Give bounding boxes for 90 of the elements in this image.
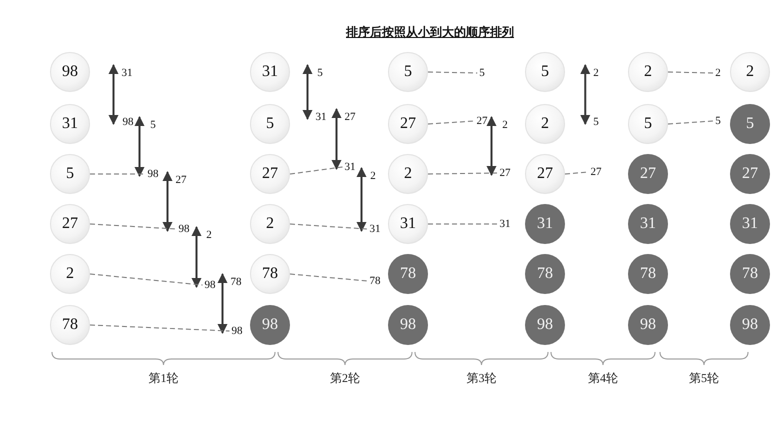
sorted-value-circle: 27 xyxy=(628,154,668,194)
value-circle: 5 xyxy=(628,104,668,144)
value-label: 31 xyxy=(370,223,380,235)
value-label: 78 xyxy=(230,276,242,288)
value-label: 27 xyxy=(500,167,510,179)
dashed-line xyxy=(564,172,589,174)
value-label: 2 xyxy=(370,170,376,182)
value-label: 2 xyxy=(206,229,212,241)
sorted-value-circle: 98 xyxy=(628,305,668,345)
value-label: 5 xyxy=(715,115,721,127)
swap-arrow xyxy=(302,64,312,120)
value-circle: 5 xyxy=(388,52,428,92)
value-circle: 2 xyxy=(628,52,668,92)
sorted-value-circle: 78 xyxy=(730,254,770,294)
value-circle: 78 xyxy=(50,305,90,345)
round-label: 第2轮 xyxy=(330,370,360,387)
sorted-value-circle: 78 xyxy=(525,254,565,294)
value-circle: 2 xyxy=(388,154,428,194)
value-circle: 78 xyxy=(250,254,290,294)
value-label: 78 xyxy=(370,275,380,287)
value-circle: 2 xyxy=(525,104,565,144)
value-label: 5 xyxy=(479,67,485,79)
dashed-line xyxy=(290,274,368,282)
sorted-value-circle: 27 xyxy=(730,154,770,194)
dashed-line xyxy=(428,72,478,74)
value-circle: 31 xyxy=(388,204,428,244)
sorted-value-circle: 5 xyxy=(730,104,770,144)
value-label: 31 xyxy=(344,161,356,173)
value-circle: 2 xyxy=(250,204,290,244)
value-label: 2 xyxy=(502,119,508,131)
dashed-line xyxy=(668,120,714,124)
round-label: 第4轮 xyxy=(588,370,618,387)
sorted-value-circle: 31 xyxy=(628,204,668,244)
dashed-line xyxy=(428,172,498,174)
sorted-value-circle: 78 xyxy=(388,254,428,294)
value-label: 27 xyxy=(590,166,602,178)
value-label: 98 xyxy=(232,325,242,337)
swap-arrow xyxy=(162,171,172,232)
value-label: 98 xyxy=(178,223,190,235)
value-circle: 27 xyxy=(50,204,90,244)
dashed-line xyxy=(290,224,368,230)
value-circle: 98 xyxy=(50,52,90,92)
swap-arrow xyxy=(356,167,366,232)
swap-arrow xyxy=(486,116,496,176)
sorted-value-circle: 98 xyxy=(525,305,565,345)
sorted-value-circle: 78 xyxy=(628,254,668,294)
round-label: 第5轮 xyxy=(689,370,719,387)
dashed-line xyxy=(290,166,343,174)
sorted-value-circle: 31 xyxy=(525,204,565,244)
dashed-line xyxy=(668,72,714,74)
swap-arrow xyxy=(580,64,590,125)
value-label: 27 xyxy=(344,111,356,123)
swap-arrow xyxy=(108,64,118,125)
value-label: 31 xyxy=(500,218,510,230)
value-label: 31 xyxy=(316,111,326,123)
value-label: 5 xyxy=(593,116,599,128)
value-circle: 27 xyxy=(388,104,428,144)
round-label: 第1轮 xyxy=(148,370,178,387)
value-label: 5 xyxy=(150,119,156,131)
value-label: 98 xyxy=(148,168,158,180)
dashed-line xyxy=(90,324,230,332)
sorted-value-circle: 31 xyxy=(730,204,770,244)
value-circle: 5 xyxy=(525,52,565,92)
value-label: 2 xyxy=(715,67,721,79)
value-circle: 2 xyxy=(730,52,770,92)
value-circle: 2 xyxy=(50,254,90,294)
round-label: 第3轮 xyxy=(466,370,496,387)
swap-arrow xyxy=(134,116,144,177)
dashed-line xyxy=(90,274,203,286)
value-circle: 31 xyxy=(250,52,290,92)
value-label: 27 xyxy=(176,174,186,186)
value-label: 31 xyxy=(122,67,132,79)
value-label: 98 xyxy=(204,279,216,291)
value-label: 27 xyxy=(476,115,488,127)
value-label: 98 xyxy=(122,116,134,128)
sorted-value-circle: 98 xyxy=(730,305,770,345)
value-label: 2 xyxy=(593,67,599,79)
dashed-line xyxy=(90,224,177,230)
value-label: 5 xyxy=(317,67,323,79)
dashed-line xyxy=(428,120,475,124)
value-circle: 27 xyxy=(525,154,565,194)
sorted-value-circle: 98 xyxy=(250,305,290,345)
value-circle: 31 xyxy=(50,104,90,144)
sorted-value-circle: 98 xyxy=(388,305,428,345)
swap-arrow xyxy=(332,108,342,170)
value-circle: 5 xyxy=(250,104,290,144)
value-circle: 27 xyxy=(250,154,290,194)
swap-arrow xyxy=(218,273,228,334)
value-circle: 5 xyxy=(50,154,90,194)
swap-arrow xyxy=(192,226,202,288)
